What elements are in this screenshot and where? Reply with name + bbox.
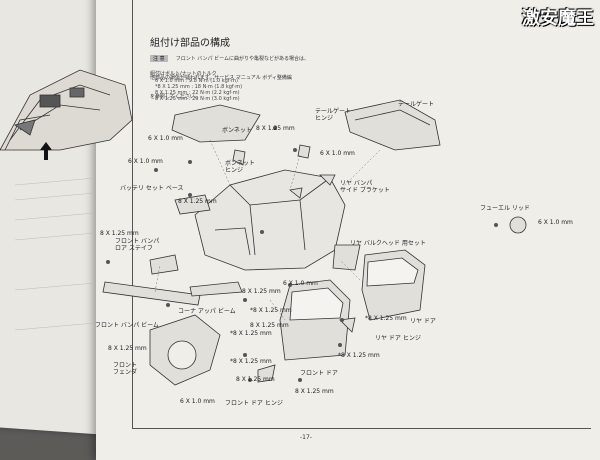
label-rear-bumper-side-bracket: リヤ バンパ サイド ブラケット: [340, 180, 390, 194]
label-fuel-lid: フューエル リッド: [480, 205, 530, 212]
torque-title: 組付けボルト/ナットのトルク: [150, 71, 217, 77]
label-front-bumper-lower-stay: フロント バンパ ロア ステイフ: [115, 238, 160, 252]
label-bolt: 8 X 1.25 mm: [100, 230, 139, 237]
page-frame: [132, 0, 591, 429]
label-bolt: 8 X 1.25 mm: [295, 388, 334, 395]
label-corner-upper-beam: コーナ アッパ ビーム: [178, 308, 236, 315]
label-bolt: 6 X 1.0 mm: [180, 398, 215, 405]
label-bolt: 6 X 1.0 mm: [148, 135, 183, 142]
section-title: 組付け部品の構成: [150, 38, 230, 49]
front-bumper-beam-part: [102, 281, 201, 306]
label-bolt: 8 X 1.25 mm: [256, 125, 295, 132]
label-bolt: *8 X 1.25 mm: [230, 330, 272, 337]
torque-item: *8 X 1.25 mm : 18 N·m (1.8 kgf·m): [155, 84, 243, 90]
label-front-fender: フロント フェンダ: [113, 362, 138, 376]
label-rear-bulkhead-set: リヤ バルクヘッド 用セット: [350, 240, 426, 247]
label-bolt: 8 X 1.25 mm: [108, 345, 147, 352]
label-rear-door: リヤ ドア: [410, 318, 436, 325]
label-bonnet: ボンネット: [222, 127, 252, 134]
label-bolt: *8 X 1.25 mm: [230, 358, 272, 365]
label-bolt: 6 X 1.0 mm: [538, 219, 573, 226]
left-page-illustration: [0, 69, 133, 331]
label-bolt: 8 X 1.25 mm: [236, 376, 275, 383]
caution-line-2: 他部品の損傷が疑われます。サービス マニュアル ボディ整備編: [150, 75, 292, 81]
caution-line-1: フロント バンパ ビームに曲がりや亀裂などがある場合は、: [175, 56, 309, 62]
label-bolt: 6 X 1.0 mm: [283, 280, 318, 287]
label-front-door-hinge: フロント ドア ヒンジ: [225, 400, 283, 407]
tailgate-part: [344, 99, 441, 151]
label-front-bumper-beam: フロント バンパ ビーム: [95, 322, 159, 329]
exploded-body-diagram: [102, 99, 527, 386]
torque-item: 6 X 1.0 mm : 9.8 N·m (1.0 kgf·m): [155, 78, 238, 84]
label-bolt: 6 X 1.0 mm: [128, 158, 163, 165]
torque-list: 6 X 1.0 mm : 9.8 N·m (1.0 kgf·m) *8 X 1.…: [155, 78, 242, 102]
caution-line-3: を参照してください。: [150, 94, 200, 100]
label-bolt: *8 X 1.25 mm: [365, 315, 407, 322]
caution-box: 注 意 フロント バンパ ビームに曲がりや亀裂などがある場合は、 他部品の損傷が…: [150, 45, 450, 100]
corner-upper-beam-part: [189, 281, 243, 297]
label-bolt: 8 X 1.25 mm: [250, 322, 289, 329]
bonnet-part: [171, 104, 261, 143]
label-rear-door-hinge: リヤ ドア ヒンジ: [375, 335, 421, 342]
label-battery-set-base: バッテリ セット ベース: [120, 185, 184, 192]
arrow-icon: [40, 142, 52, 160]
label-bolt: *8 X 1.25 mm: [338, 352, 380, 359]
watermark-logo: 激安魔王: [522, 8, 594, 29]
torque-item: 8 X 1.25 mm : 29 N·m (3.0 kgf·m): [155, 96, 240, 102]
label-tailgate-hinge: テールゲート ヒンジ: [315, 108, 352, 122]
body-shell: [194, 169, 346, 271]
page-number: -17-: [300, 434, 312, 441]
label-bonnet-hinge: ボンネット ヒンジ: [225, 160, 255, 174]
label-tailgate: テールゲート: [398, 101, 435, 108]
fuel-lid-part: [509, 216, 527, 234]
label-bolt: 8 X 1.25 mm: [178, 198, 217, 205]
label-front-door: フロント ドア: [300, 370, 338, 377]
label-bolt: *8 X 1.25 mm: [250, 307, 292, 314]
label-bolt: 6 X 1.0 mm: [320, 150, 355, 157]
label-bolt: 8 X 1.25 mm: [242, 288, 281, 295]
torque-item: 8 X 1.25 mm : 22 N·m (2.2 kgf·m): [155, 90, 240, 96]
caution-tag: 注 意: [150, 55, 168, 62]
